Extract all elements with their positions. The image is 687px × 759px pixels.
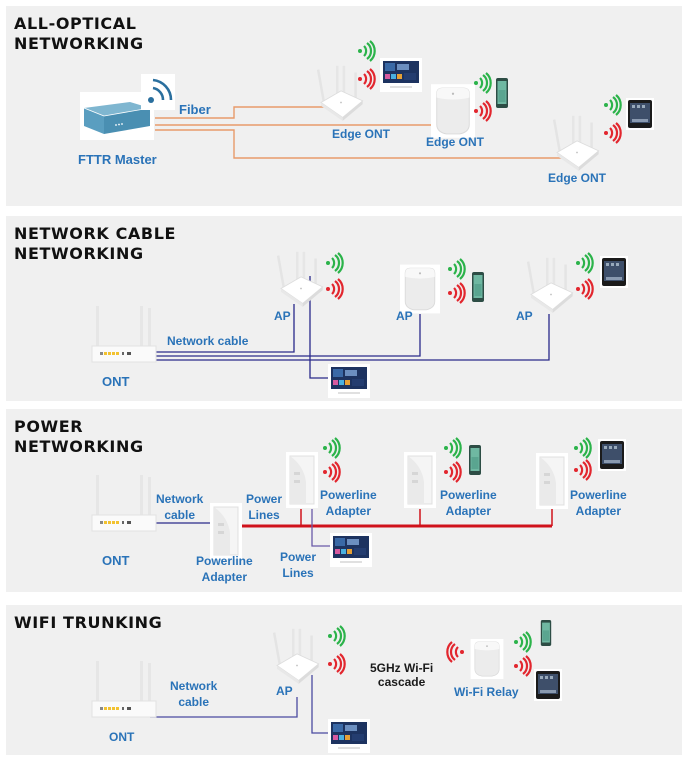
wifi-signal-green-icon xyxy=(324,252,346,274)
fiber-label: Fiber xyxy=(179,102,211,117)
wifi-signal-green-icon xyxy=(512,631,534,653)
wifi-signal-green-icon xyxy=(321,437,343,459)
panel-network-cable: NETWORK CABLE NETWORKING ONT Network cab… xyxy=(6,216,682,401)
ap-cube xyxy=(400,264,440,314)
ont-device xyxy=(90,475,160,535)
powerline-adapter-3 xyxy=(536,453,568,509)
tv-icon xyxy=(380,58,422,92)
network-cable-label: Network cable xyxy=(170,679,218,709)
ap-router-1 xyxy=(276,250,326,312)
panel-title: POWER NETWORKING xyxy=(14,417,144,456)
powerline-adapter-label-main: Powerline Adapter xyxy=(196,554,253,584)
wifi-signal-green-icon xyxy=(572,437,594,459)
wifi-signal-red-icon xyxy=(356,68,378,90)
ont-label: ONT xyxy=(102,374,130,389)
network-cable-label: Network cable xyxy=(167,334,249,348)
ont-device xyxy=(90,661,160,721)
phone-icon xyxy=(471,272,485,302)
ont-label: ONT xyxy=(109,730,135,744)
edge-ont-label-1: Edge ONT xyxy=(332,127,391,141)
wifi-signal-green-icon xyxy=(602,94,624,116)
powerline-adapter-main xyxy=(210,503,242,559)
phone-icon xyxy=(495,78,509,108)
edge-ont-cube xyxy=(431,84,475,138)
tablet-icon xyxy=(626,98,654,130)
wifi-signal-red-icon xyxy=(512,655,534,677)
network-cable-label: Network cable xyxy=(156,492,204,522)
tablet-icon xyxy=(598,439,626,471)
panel-wifi-trunking: WIFI TRUNKING ONT Network cable AP 5GHz … xyxy=(6,605,682,755)
powerline-adapter-label-3: Powerline Adapter xyxy=(570,488,627,518)
panel-power: POWER NETWORKING ONT Network cable Power… xyxy=(6,409,682,592)
powerline-adapter-1 xyxy=(286,451,318,509)
phone-icon xyxy=(468,445,482,475)
cascade-label: 5GHz Wi-Fi cascade xyxy=(370,661,434,689)
wifi-signal-red-icon xyxy=(472,100,494,122)
tablet-icon xyxy=(600,256,628,288)
ap-router-3 xyxy=(526,256,576,318)
powerline-adapter-2 xyxy=(404,451,436,509)
tv-icon xyxy=(328,364,370,398)
edge-ont-label-3: Edge ONT xyxy=(548,171,607,185)
tablet-icon xyxy=(534,669,562,701)
fttr-master-label: FTTR Master xyxy=(78,152,157,167)
powerline-adapter-label-2: Powerline Adapter xyxy=(440,488,497,518)
wifi-signal-red-icon xyxy=(574,278,596,300)
ap-label-3: AP xyxy=(516,309,533,323)
wifi-relay-label: Wi-Fi Relay xyxy=(454,685,519,699)
power-lines-label-1: Power Lines xyxy=(246,492,283,522)
wifi-relay-cube xyxy=(465,639,509,679)
wifi-signal-green-icon xyxy=(574,252,596,274)
ap-label-2: AP xyxy=(396,309,413,323)
wifi-signal-red-icon xyxy=(446,282,468,304)
panel-all-optical: ALL-OPTICAL NETWORKING FTTR Master Fiber xyxy=(6,6,682,206)
wifi-signal-green-icon xyxy=(472,72,494,94)
edge-ont-label-2: Edge ONT xyxy=(426,135,485,149)
wifi-signal-red-icon xyxy=(326,653,348,675)
ap-router xyxy=(272,627,322,689)
wifi-signal-red-icon xyxy=(602,122,624,144)
edge-ont-router-3 xyxy=(552,114,602,176)
power-lines-label-2: Power Lines xyxy=(280,550,317,580)
wifi-signal-red-left-icon xyxy=(444,641,466,663)
ont-label: ONT xyxy=(102,553,130,568)
wifi-signal-red-icon xyxy=(321,461,343,483)
panel-title: ALL-OPTICAL NETWORKING xyxy=(14,14,144,53)
wifi-signal-red-icon xyxy=(442,461,464,483)
wifi-signal-green-icon xyxy=(446,258,468,280)
tv-icon xyxy=(328,719,370,753)
wifi-signal-green-icon xyxy=(356,40,378,62)
wifi-signal-red-icon xyxy=(572,459,594,481)
wifi-icon xyxy=(141,74,175,110)
powerline-adapter-label-1: Powerline Adapter xyxy=(320,488,377,518)
panel-title: WIFI TRUNKING xyxy=(14,613,163,632)
wifi-signal-green-icon xyxy=(442,437,464,459)
wifi-signal-green-icon xyxy=(326,625,348,647)
phone-icon xyxy=(539,620,553,646)
tv-icon xyxy=(330,533,372,567)
ap-label-1: AP xyxy=(274,309,291,323)
ont-device xyxy=(90,306,160,366)
ap-label: AP xyxy=(276,684,293,698)
wifi-signal-red-icon xyxy=(324,278,346,300)
panel-title: NETWORK CABLE NETWORKING xyxy=(14,224,177,263)
